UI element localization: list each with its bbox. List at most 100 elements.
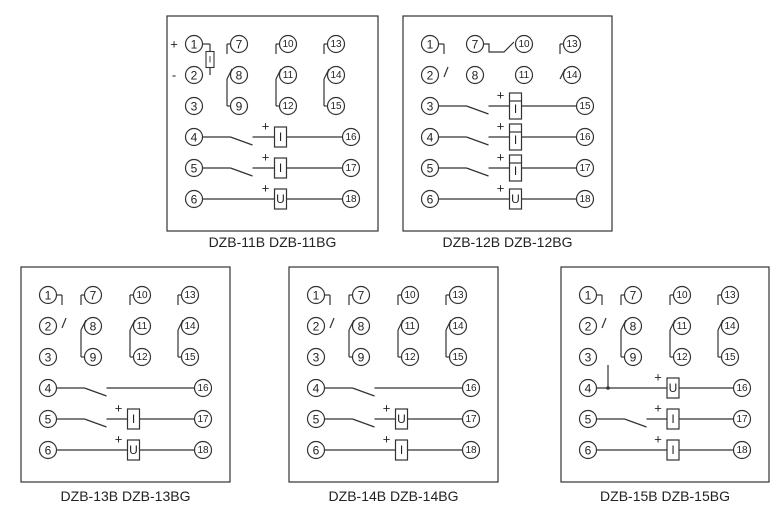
coil-U: U	[666, 377, 680, 399]
contact-1-2	[56, 294, 67, 329]
terminal-7: 7	[623, 285, 643, 305]
contact-blade	[352, 387, 375, 397]
circuit-row-2: 2	[420, 65, 440, 85]
terminal-circle	[132, 347, 152, 367]
terminal-circle	[465, 65, 485, 85]
terminal-circle	[193, 378, 213, 398]
terminal-14: 14	[720, 316, 740, 336]
terminal-15: 15	[575, 96, 595, 116]
circuit-row-1: 1	[306, 285, 326, 305]
terminal-number: 2	[45, 320, 52, 334]
circuit-row-4: 164	[38, 378, 213, 398]
terminal-circle	[623, 347, 643, 367]
terminal-number: 14	[184, 321, 196, 332]
terminal-16: 16	[461, 378, 481, 398]
terminal-number: 8	[358, 320, 365, 334]
panel-frame	[166, 15, 379, 232]
terminal-number: 5	[427, 162, 434, 176]
coil-label: U	[669, 381, 678, 395]
polarity-plus: +	[262, 181, 270, 196]
terminal-number: 1	[191, 38, 198, 52]
terminal-circle	[229, 96, 249, 116]
terminal-circle	[562, 65, 582, 85]
terminal-number: 5	[191, 162, 198, 176]
terminal-circle	[83, 347, 103, 367]
coil-I: I	[508, 92, 523, 120]
terminal-6: 6	[578, 440, 598, 460]
coil-label: I	[209, 55, 212, 65]
terminal-circle	[184, 189, 204, 209]
terminal-13: 13	[562, 34, 582, 54]
terminal-4: 4	[420, 127, 440, 147]
coil-label: U	[397, 412, 406, 426]
polarity-plus: +	[654, 432, 662, 447]
terminal-circle	[351, 285, 371, 305]
terminal-number: 9	[358, 351, 365, 365]
terminal-circle	[278, 34, 298, 54]
circuit-row-4: U+164	[578, 365, 752, 399]
terminal-12: 12	[132, 347, 152, 367]
contact-blade	[84, 387, 107, 397]
terminal-1: 1	[306, 285, 326, 305]
terminal-circle	[278, 96, 298, 116]
terminal-number: 11	[677, 321, 688, 332]
panel-caption: DZB-13B DZB-13BG	[61, 488, 191, 504]
terminal-8: 8	[351, 316, 371, 336]
coil-label: I	[400, 443, 403, 457]
terminal-number: 12	[676, 352, 688, 363]
terminal-14: 14	[326, 65, 346, 85]
terminal-number: 1	[45, 289, 52, 303]
terminal-number: 10	[404, 290, 416, 301]
panel-caption: DZB-14B DZB-14BG	[329, 488, 459, 504]
terminal-circle	[562, 34, 582, 54]
polarity-plus: +	[497, 119, 505, 134]
terminal-number: 15	[724, 352, 736, 363]
terminal-number: 3	[585, 351, 592, 365]
terminal-2: 2	[420, 65, 440, 85]
coil-I: I	[394, 439, 409, 461]
terminal-circle	[578, 316, 598, 336]
terminal-circle	[193, 409, 213, 429]
terminal-number: 14	[330, 70, 342, 81]
terminal-11: 11	[514, 65, 534, 85]
contact-blade	[466, 136, 489, 146]
terminal-4: 4	[306, 378, 326, 398]
circuit-row-3: I+153	[420, 88, 595, 120]
terminal-11: 11	[132, 316, 152, 336]
terminal-circle	[229, 65, 249, 85]
terminal-13: 13	[326, 34, 346, 54]
terminal-circle	[180, 285, 200, 305]
circuit-row-4: I+164	[420, 119, 595, 151]
supply-marks: +-I	[170, 37, 215, 83]
panel-frame	[560, 266, 770, 483]
contact-blade	[624, 418, 647, 428]
terminal-12: 12	[278, 96, 298, 116]
terminal-9: 9	[83, 347, 103, 367]
circuit-row-6: I+186	[578, 432, 752, 461]
terminal-17: 17	[193, 409, 213, 429]
terminal-4: 4	[38, 378, 58, 398]
coil-label: I	[671, 443, 674, 457]
terminal-18: 18	[461, 440, 481, 460]
circuit-row-6: U+186	[420, 181, 595, 210]
terminal-circle	[514, 34, 534, 54]
polarity-plus: +	[383, 401, 391, 416]
terminal-17: 17	[732, 409, 752, 429]
terminal-circle	[672, 285, 692, 305]
terminal-17: 17	[461, 409, 481, 429]
terminal-circle	[341, 189, 361, 209]
terminal-3: 3	[578, 347, 598, 367]
terminal-number: 12	[404, 352, 416, 363]
terminal-number: 3	[191, 100, 198, 114]
terminal-13: 13	[180, 285, 200, 305]
terminal-number: 8	[236, 69, 243, 83]
contact-1-2	[438, 43, 449, 78]
terminal-1: 1	[420, 34, 440, 54]
junction-dot	[606, 386, 610, 390]
terminal-number: 1	[313, 289, 320, 303]
